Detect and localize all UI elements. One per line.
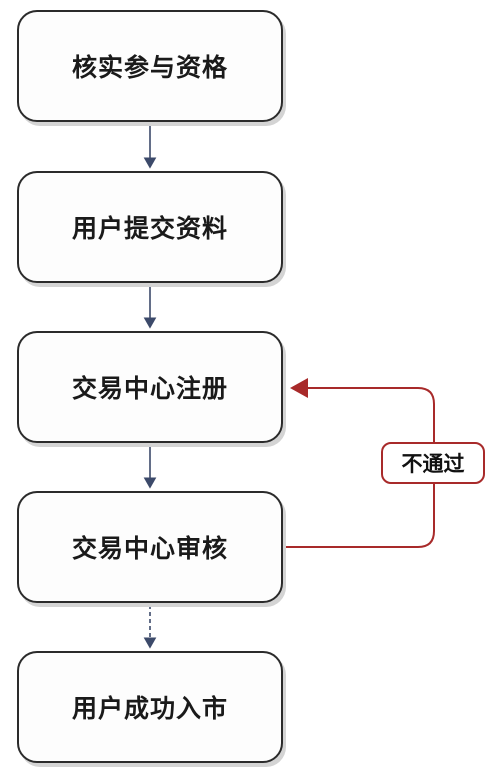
reject-label: 不通过 xyxy=(381,442,485,484)
step-label: 交易中心注册 xyxy=(71,374,228,403)
step-label: 用户成功入市 xyxy=(71,694,228,723)
step-label: 交易中心审核 xyxy=(71,534,228,563)
step-market-entry: 用户成功入市 xyxy=(17,651,283,763)
step-verify-eligibility: 核实参与资格 xyxy=(17,10,283,122)
step-center-review: 交易中心审核 xyxy=(17,491,283,603)
step-center-registration: 交易中心注册 xyxy=(17,331,283,443)
step-label: 核实参与资格 xyxy=(71,53,228,82)
step-submit-materials: 用户提交资料 xyxy=(17,171,283,283)
step-label: 用户提交资料 xyxy=(71,214,228,243)
